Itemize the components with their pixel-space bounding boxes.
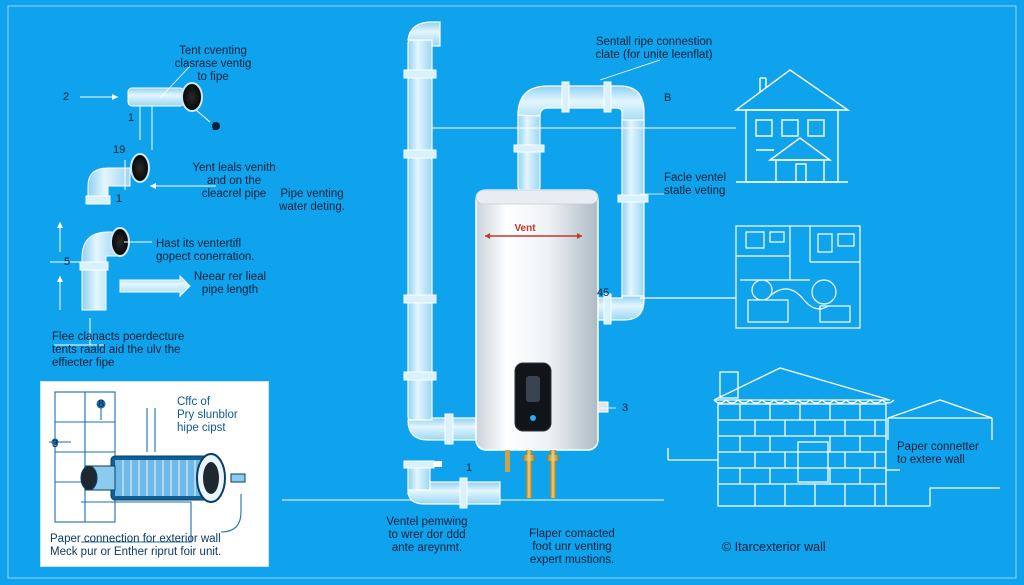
label-exterior-wall: © Itarcexterior wall [722,540,826,554]
marker-2: 2 [63,91,70,103]
house-illustration [733,69,851,183]
label-flee-clanacts: Flee clanacts poerdecture tents raald ai… [52,331,185,369]
water-heater-tank [475,189,609,498]
marker-3-tank: 3 [622,402,629,414]
marker-3-inset: 3 [52,438,59,450]
inset-caption: Paper connection for exterior wall Meck … [50,533,222,558]
vent-terminal-top [80,65,220,150]
marker-1-mid: 1 [116,193,123,205]
condensate-pipe [403,460,501,509]
label-sentall-pipe: Sentall ripe connestion clate (for unite… [595,36,713,61]
tank-vent-label: Vent [514,223,536,234]
label-tent-venting: Tent cventing clasrase ventig to fipe [174,45,252,83]
marker-1-top: 1 [128,112,135,124]
label-host-vent: Hast its ventertifl gopect conerration. [156,238,255,263]
marker-8-inset: 8 [98,398,105,410]
marker-19: 19 [113,144,126,156]
label-vent-leals: Yent leals venith and on the cleacrel pi… [192,162,276,200]
label-facle-ventel: Facle ventel statle veting [664,172,727,197]
inset-title: Cffc of Pry slunblor hipe cipst [177,396,238,434]
vent-elbow-middle [85,153,216,205]
inset-panel: Cffc of Pry slunblor hipe cipst Paper co… [40,381,269,567]
inset-illustration [49,391,246,543]
leader-line-top [599,59,661,81]
marker-b-top: B [212,121,220,133]
label-pipe-venting: Pipe venting water deting. [279,188,345,213]
marker-1-bottom: 1 [466,462,473,474]
label-paper-connetter: Paper connetter to extere wall [897,441,979,466]
vent-elbow-lower [50,222,191,346]
marker-5: 5 [64,256,71,268]
label-flaper-connected: Flaper comacted foot unr venting expert … [529,528,615,566]
vent-pipe-left [403,21,479,445]
brick-wall-illustration [667,367,1000,507]
diagram-frame [7,5,1017,579]
label-ventel-penning: Ventel pemwing to wrer dor ddd ante arey… [386,516,468,554]
marker-45: 45 [597,287,610,299]
label-near-pipe: Neear rer lieal pipe length [193,271,267,296]
floor-plan-illustration [640,225,861,329]
marker-b-right: B [664,92,672,104]
